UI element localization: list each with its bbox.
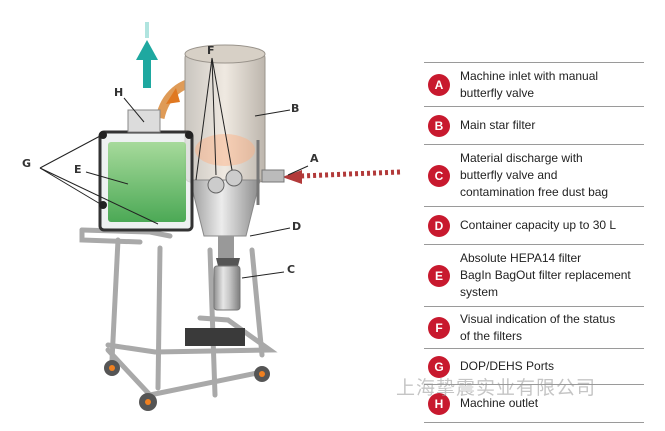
legend-item: E Absolute HEPA14 filter BagIn BagOut fi… [424,245,644,307]
legend-text: Absolute HEPA14 filter BagIn BagOut filt… [460,251,631,299]
callout-f: F [207,44,215,57]
filter-body [184,44,266,311]
callout-b: B [291,102,300,115]
legend-item: D Container capacity up to 30 L [424,207,644,245]
frame-base-plate [185,328,245,346]
legend-badge: B [428,114,450,137]
legend-text: Visual indication of the status of the f… [460,311,616,343]
callout-g: G [22,157,32,170]
legend-item: A Machine inlet with manual butterfly va… [424,62,644,107]
outlet-airflow-arrow [136,22,158,88]
watermark: 上海挚震实业有限公司 [396,377,597,399]
legend-badge: D [428,214,450,237]
legend-text: Container capacity up to 30 L [460,218,617,232]
legend-text: Material discharge with butterfly valve … [460,151,609,199]
hose-arrow [166,88,180,104]
inlet-airflow-arrow [261,169,401,184]
legend-item: F Visual indication of the status of the… [424,307,644,349]
legend-badge: E [428,264,450,287]
callout-h: H [114,86,124,99]
callout-c: C [287,263,296,276]
legend-item: C Material discharge with butterfly valv… [424,145,644,207]
legend-badge: G [428,355,450,378]
legend-item: H Machine outlet [424,385,644,423]
callout-d: D [292,220,302,233]
legend-item: G DOP/DEHS Ports [424,349,644,385]
hepa-filter-housing [98,109,194,232]
legend-badge: H [428,392,450,415]
legend-text: Machine outlet [460,396,539,410]
caster-wheels [104,360,270,411]
legend-item: B Main star filter [424,107,644,145]
legend-badge: C [428,164,450,187]
legend-text: DOP/DEHS Ports [460,359,555,373]
legend-badge: A [428,73,450,96]
callout-a: A [310,152,319,165]
callout-e: E [74,163,82,176]
legend-text: Machine inlet with manual butterfly valv… [460,68,599,100]
legend: A Machine inlet with manual butterfly va… [424,62,644,423]
leader-lines [39,57,309,279]
legend-text: Main star filter [460,118,536,132]
legend-badge: F [428,316,450,339]
